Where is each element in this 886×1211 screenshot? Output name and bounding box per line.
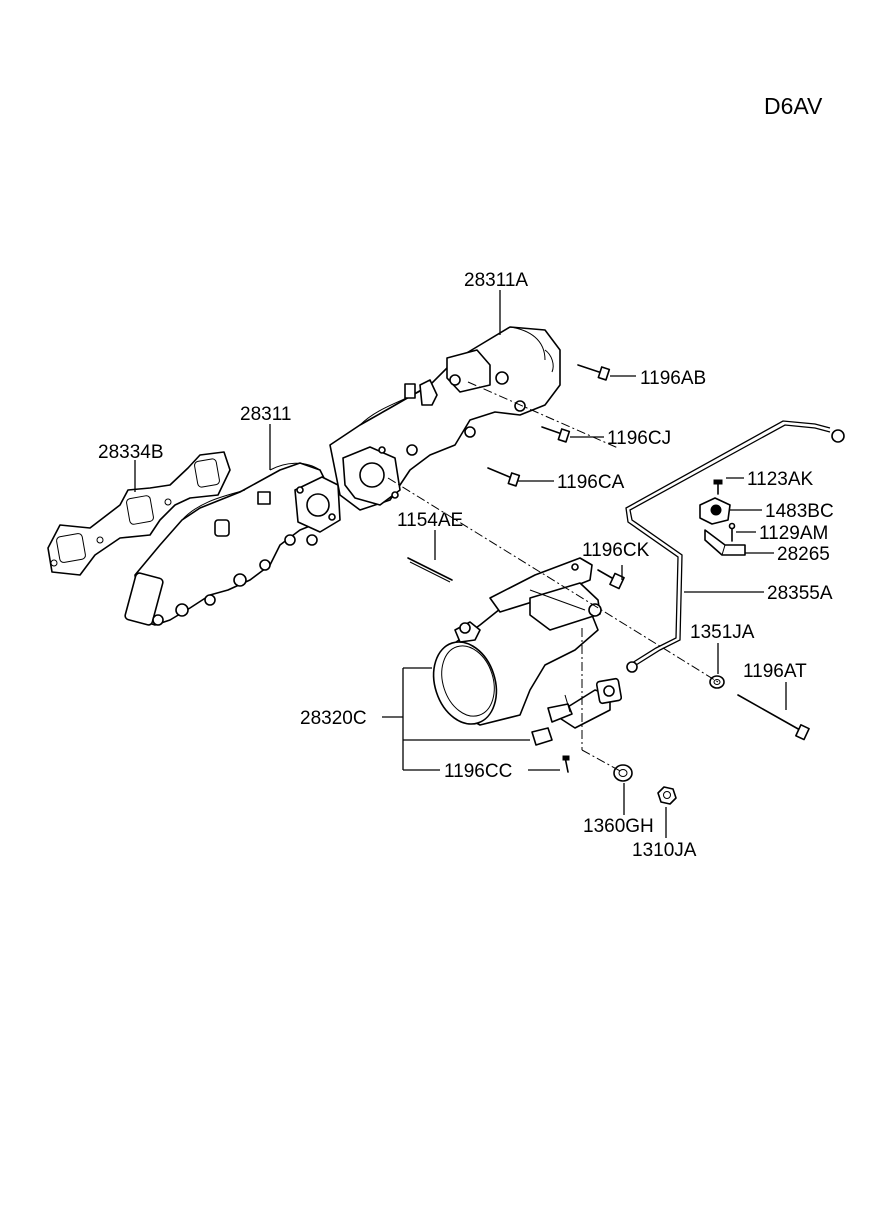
bracket-28265-drawing [704,529,746,556]
pipe-28355A-drawing [625,420,845,673]
exhaust-pipe-28320C-drawing [432,557,623,746]
clamp-1483BC-drawing [699,497,731,525]
label-1351JA: 1351JA [690,622,755,643]
diagram-code: D6AV [764,93,823,119]
exhaust-manifold-front-drawing [124,462,341,626]
label-28355A: 28355A [767,583,833,604]
label-1196AT: 1196AT [743,661,807,682]
label-1154AE: 1154AE [397,510,463,531]
label-1196AB: 1196AB [640,368,706,389]
leader-lines [134,290,787,838]
label-28265: 28265 [777,544,830,565]
label-28311A: 28311A [464,270,528,291]
bolt-1196AT-drawing [737,694,810,741]
label-1196CA: 1196CA [557,472,625,493]
bolt-1196CJ-drawing [541,426,571,443]
part-labels: 28311A 28311 28334B 1196AB 1196CJ 1196CA… [98,270,834,861]
label-1196CK: 1196CK [582,540,650,561]
label-1123AK: 1123AK [747,469,814,490]
label-1483BC: 1483BC [765,501,834,522]
label-1129AM: 1129AM [759,523,828,544]
bolt-1196CK-drawing [597,569,625,590]
exhaust-gasket-drawing [47,451,231,576]
label-1310JA: 1310JA [632,840,697,861]
bolt-1129AM-drawing [728,522,736,542]
label-28320C: 28320C [300,708,367,729]
bolt-1196AB-drawing [577,364,611,381]
label-28334B: 28334B [98,442,164,463]
label-1196CC: 1196CC [444,761,512,782]
label-1196CJ: 1196CJ [607,428,671,449]
bolt-1196CA-drawing [487,467,521,487]
bolt-1123AK-drawing [713,479,723,495]
label-28311: 28311 [240,404,291,425]
washer-1360GH-drawing [613,764,633,782]
exhaust-manifold-rear-drawing [329,326,561,511]
nut-1310JA-drawing [657,786,677,805]
stud-1154AE-drawing [407,557,453,583]
bolt-1196CC-drawing [562,755,570,773]
label-1360GH: 1360GH [583,816,654,837]
